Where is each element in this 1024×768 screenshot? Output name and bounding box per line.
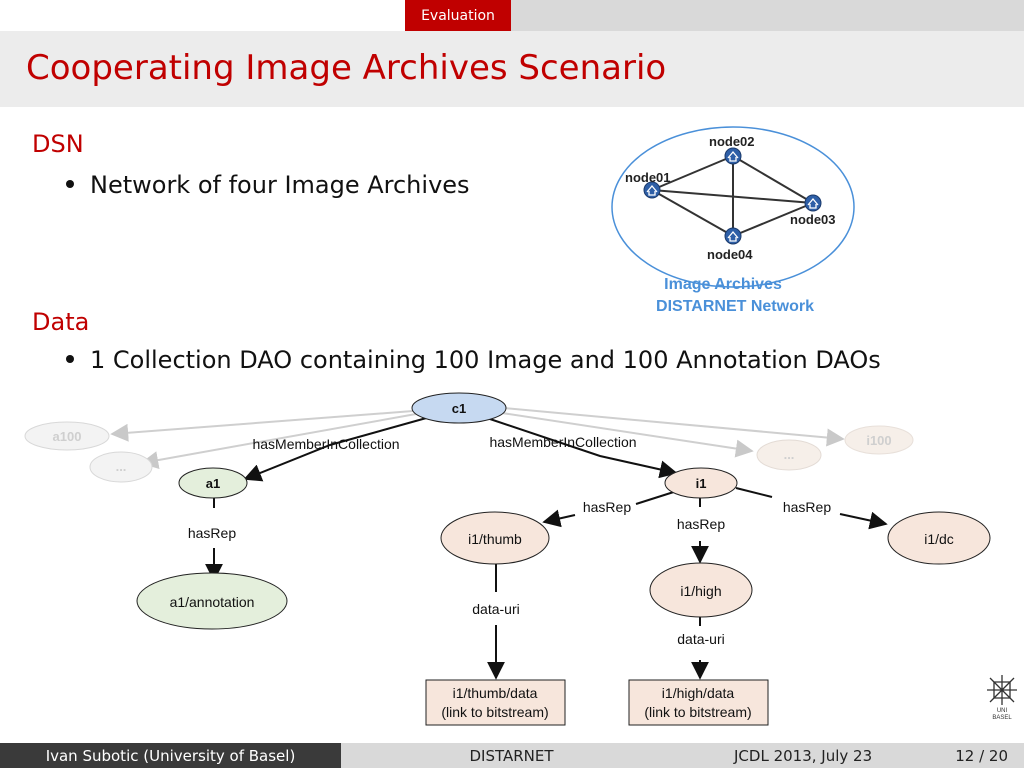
house-icon [727, 150, 739, 162]
node-i1-high[interactable]: i1/high [649, 562, 753, 618]
uni-basel-logo: UNI BASEL [987, 675, 1017, 721]
bullet-dot [66, 355, 74, 363]
bullet-text-data: 1 Collection DAO containing 100 Image an… [90, 346, 881, 374]
node-i1-thumb-data[interactable]: i1/thumb/data (link to bitstream) [425, 679, 566, 726]
node-label-node03: node03 [790, 212, 836, 227]
edge-label-has-member-right: hasMemberInCollection [489, 434, 636, 450]
node-i1-thumb-data-line2: (link to bitstream) [441, 704, 548, 720]
node-i1-high-data[interactable]: i1/high/data (link to bitstream) [628, 679, 769, 726]
main-edges [205, 416, 888, 680]
edge-label-thumb-datauri: data-uri [472, 601, 519, 617]
bullet-dot [66, 180, 74, 188]
footer-date: JCDL 2013, July 23 [734, 747, 873, 765]
node-i-more-label: ... [784, 447, 795, 462]
bullet-dsn: Network of four Image Archives [66, 171, 470, 199]
node-i1-thumb-label: i1/thumb [468, 531, 522, 547]
footer-page-number: 12 / 20 [955, 747, 1008, 765]
edge-label-i1-hasrep-dc: hasRep [783, 499, 831, 515]
node-c1-label: c1 [452, 401, 466, 416]
node-icon-node02[interactable] [724, 147, 742, 165]
section-tab-evaluation[interactable]: Evaluation [405, 0, 511, 31]
edge-label-a1-hasrep: hasRep [188, 525, 236, 541]
network-caption-line1: Image Archives [664, 276, 782, 293]
node-c1[interactable]: c1 [411, 392, 507, 424]
section-tab-empty [511, 0, 1024, 31]
node-label-node04: node04 [707, 247, 753, 262]
edge-label-i1-hasrep-high: hasRep [677, 516, 725, 532]
uni-basel-logo-text: UNI [997, 708, 1008, 714]
node-i1-high-label: i1/high [680, 583, 721, 599]
top-navigation-bar: Evaluation [0, 0, 1024, 31]
node-a-more-label: ... [116, 459, 127, 474]
node-i-more[interactable]: ... [756, 439, 822, 471]
footer-info: JCDL 2013, July 23 12 / 20 [682, 743, 1024, 768]
node-i1-high-data-line1: i1/high/data [662, 685, 735, 701]
node-i1-thumb-data-line1: i1/thumb/data [453, 685, 538, 701]
uni-basel-logo-text2: BASEL [992, 715, 1012, 721]
network-caption-line2: DISTARNET Network [656, 298, 814, 315]
node-a100-label: a100 [53, 429, 82, 444]
node-a100[interactable]: a100 [24, 421, 110, 451]
node-label-node01: node01 [625, 170, 671, 185]
house-icon [646, 184, 658, 196]
node-a1-annotation-label: a1/annotation [170, 594, 255, 610]
footer-author: Ivan Subotic (University of Basel) [0, 743, 341, 768]
node-a1[interactable]: a1 [178, 467, 248, 499]
node-icon-node01[interactable] [643, 181, 661, 199]
node-i100[interactable]: i100 [844, 425, 914, 455]
edge-label-i1-hasrep-thumb: hasRep [583, 499, 631, 515]
edge-label-has-member-left: hasMemberInCollection [252, 436, 399, 452]
node-a-more[interactable]: ... [89, 451, 153, 483]
faded-edges [110, 407, 845, 470]
section-heading-data: Data [32, 308, 90, 336]
node-i1[interactable]: i1 [664, 467, 738, 499]
edge-label-high-datauri: data-uri [677, 631, 724, 647]
node-label-node02: node02 [709, 134, 755, 149]
node-icon-node03[interactable] [804, 194, 822, 212]
house-icon [727, 230, 739, 242]
node-i100-label: i100 [866, 433, 891, 448]
footer: Ivan Subotic (University of Basel) DISTA… [0, 743, 1024, 768]
slide-title: Cooperating Image Archives Scenario [26, 48, 667, 88]
house-icon [807, 197, 819, 209]
node-a1-label: a1 [206, 476, 220, 491]
network-edges [651, 155, 814, 237]
node-i1-dc-label: i1/dc [924, 531, 954, 547]
footer-short-title: DISTARNET [341, 743, 682, 768]
node-i1-label: i1 [696, 476, 707, 491]
title-bar [0, 31, 1024, 107]
node-i1-high-data-line2: (link to bitstream) [644, 704, 751, 720]
bullet-data: 1 Collection DAO containing 100 Image an… [66, 346, 881, 374]
node-i1-thumb[interactable]: i1/thumb [440, 511, 550, 565]
bullet-text-dsn: Network of four Image Archives [90, 171, 470, 199]
section-heading-dsn: DSN [32, 130, 84, 158]
node-a1-annotation[interactable]: a1/annotation [136, 572, 288, 630]
node-icon-node04[interactable] [724, 227, 742, 245]
node-i1-dc[interactable]: i1/dc [887, 511, 991, 565]
